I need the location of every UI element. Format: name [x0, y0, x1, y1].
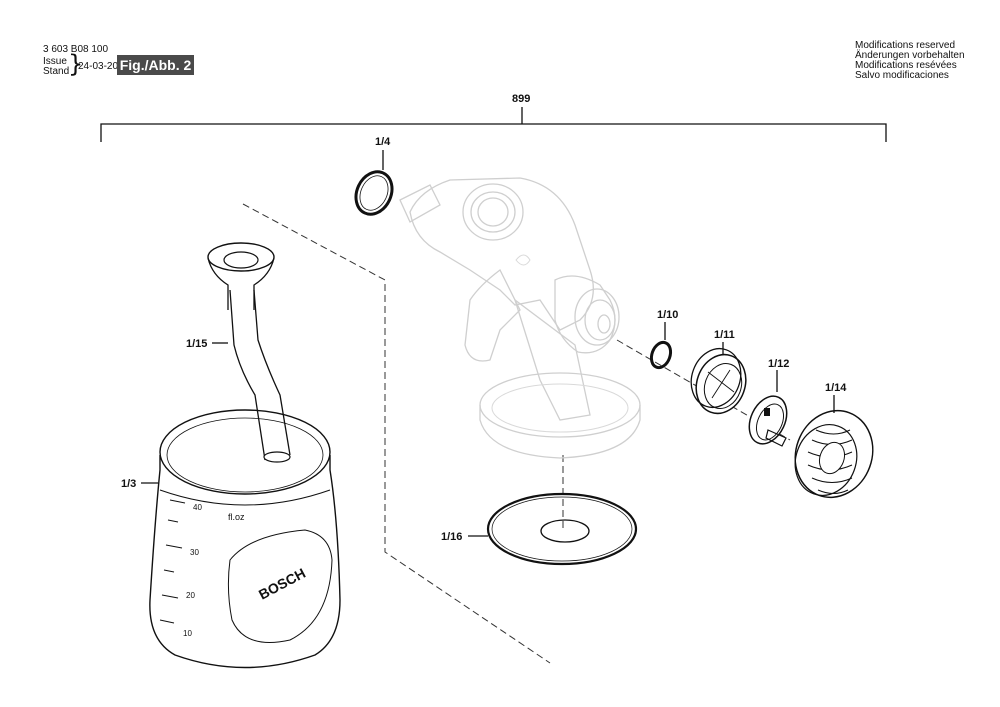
- callout-1-15: 1/15: [186, 338, 207, 350]
- brand-mark: BOSCH: [256, 565, 308, 603]
- scale-mark: 20: [186, 591, 195, 600]
- assembly-bracket: 899: [100, 93, 887, 142]
- callout-1-16: 1/16: [441, 531, 462, 543]
- part-number: 3 603 B08 100: [43, 44, 109, 55]
- modification-line: Salvo modificaciones: [855, 70, 949, 81]
- nozzle-part: 1/12: [748, 358, 789, 447]
- modification-line: Modifications reserved: [855, 40, 956, 51]
- callout-1-11: 1/11: [714, 329, 735, 341]
- dashed-assembly-lines: [242, 203, 791, 664]
- modifications-notice: Modifications reserved Änderungen vorbeh…: [855, 41, 965, 81]
- issue-date: 24-03-20: [78, 61, 119, 72]
- unit-label: fl.oz: [228, 512, 245, 522]
- callout-1-12: 1/12: [768, 358, 789, 370]
- callout-899: 899: [512, 93, 530, 105]
- modification-line: Änderungen vorbehalten: [855, 50, 965, 61]
- suction-tube-part: 1/15: [186, 242, 291, 463]
- stand-label: Stand: [43, 66, 70, 77]
- scale-mark: 10: [183, 629, 192, 638]
- scale-mark: 40: [193, 503, 202, 512]
- spray-gun-body: [399, 177, 641, 459]
- scale-mark: 30: [190, 548, 199, 557]
- nozzle-holder-part: 1/11: [690, 329, 747, 415]
- seal-ring-part: 1/4: [354, 136, 394, 216]
- figure-badge: Fig./Abb. 2: [117, 55, 194, 75]
- callout-1-3: 1/3: [121, 478, 136, 490]
- container-part: 40 30 20 10 fl.oz BOSCH 1/3: [121, 409, 341, 669]
- o-ring-part: 1/10: [649, 309, 678, 370]
- issue-label: Issue: [43, 56, 67, 67]
- brace-icon: }: [68, 50, 84, 78]
- modification-line: Modifications resévées: [855, 60, 957, 71]
- callout-1-10: 1/10: [657, 309, 678, 321]
- cap-nut-part: 1/14: [794, 382, 874, 499]
- callout-1-14: 1/14: [825, 382, 847, 394]
- callout-1-4: 1/4: [375, 136, 391, 148]
- gasket-part: 1/16: [441, 492, 638, 566]
